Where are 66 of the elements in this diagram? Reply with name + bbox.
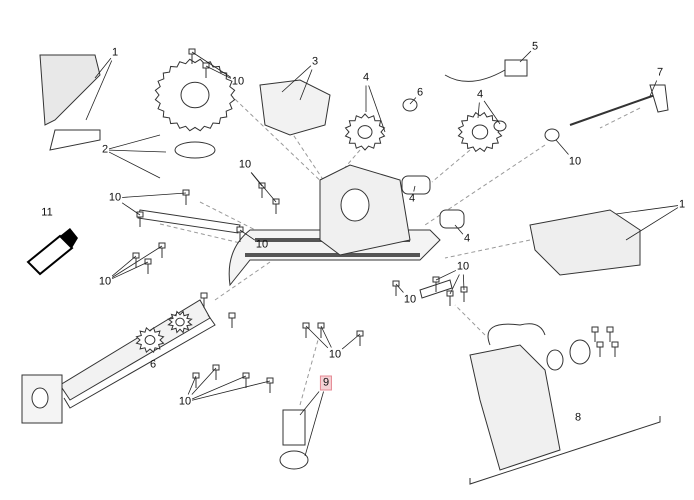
callout-number: 10 (568, 156, 582, 168)
callout-number: 10 (98, 276, 112, 288)
leader-line (462, 274, 464, 290)
leader-line (108, 134, 160, 150)
leader-line (304, 391, 324, 456)
callout-number: 7 (656, 66, 664, 80)
leader-line (616, 205, 678, 214)
callout-number: 10 (108, 192, 122, 204)
callout-number: 4 (464, 232, 470, 246)
callout-number: 10 (238, 158, 252, 172)
leader-line (320, 326, 332, 348)
leader-line (282, 65, 312, 92)
callout-number: 5 (532, 40, 538, 54)
callout-number: 1 (112, 46, 118, 60)
callout-number: 8 (574, 412, 582, 424)
callout-number: 9 (320, 376, 332, 390)
callout-number: 10 (178, 396, 192, 408)
leader-line (556, 140, 569, 155)
leader-line (240, 230, 256, 241)
leader-line (342, 334, 360, 350)
leader-line (300, 69, 312, 100)
leader-line (300, 391, 320, 416)
leader-line (108, 150, 166, 152)
leader-line (122, 202, 140, 216)
callout-number: 10 (256, 238, 268, 252)
leader-line (192, 380, 270, 401)
callout-number: 1 (678, 198, 686, 212)
callout-number: 3 (312, 56, 318, 68)
callout-number: 2 (102, 144, 108, 156)
callout-number: 11 (41, 206, 53, 220)
leader-line (112, 246, 162, 278)
callout-number: 10 (404, 294, 416, 306)
leader-line (650, 80, 658, 96)
leader-line (191, 368, 216, 395)
leader-line (94, 58, 112, 78)
callout-number: 10 (232, 76, 244, 88)
leader-line (112, 256, 136, 276)
leader-line (306, 326, 328, 348)
callout-number: 6 (150, 358, 156, 372)
leader-line (192, 52, 232, 78)
callout-number: 4 (408, 192, 416, 206)
leader-line (112, 262, 148, 280)
callout-number: 4 (476, 88, 484, 102)
leader-line (206, 66, 232, 79)
leader-line (436, 270, 456, 280)
leader-line (626, 207, 678, 240)
leader-line (450, 274, 460, 294)
leader-line (368, 85, 386, 132)
callout-number: 6 (416, 86, 424, 100)
leader-line (410, 97, 416, 104)
leader-line (478, 102, 480, 118)
leader-line (454, 224, 464, 235)
leader-line (250, 172, 276, 202)
leader-line (188, 376, 196, 395)
leader-line (396, 284, 404, 293)
callout-number: 10 (328, 348, 342, 362)
leader-line (520, 50, 532, 62)
leader-line (250, 172, 262, 186)
leader-line (122, 192, 186, 198)
leader-line (484, 100, 500, 124)
callout-number: 10 (456, 260, 470, 274)
leader-line (192, 376, 246, 400)
leader-line (413, 186, 416, 192)
leader-line (108, 152, 160, 178)
callout-number: 4 (362, 72, 370, 84)
leader-line (86, 60, 112, 120)
